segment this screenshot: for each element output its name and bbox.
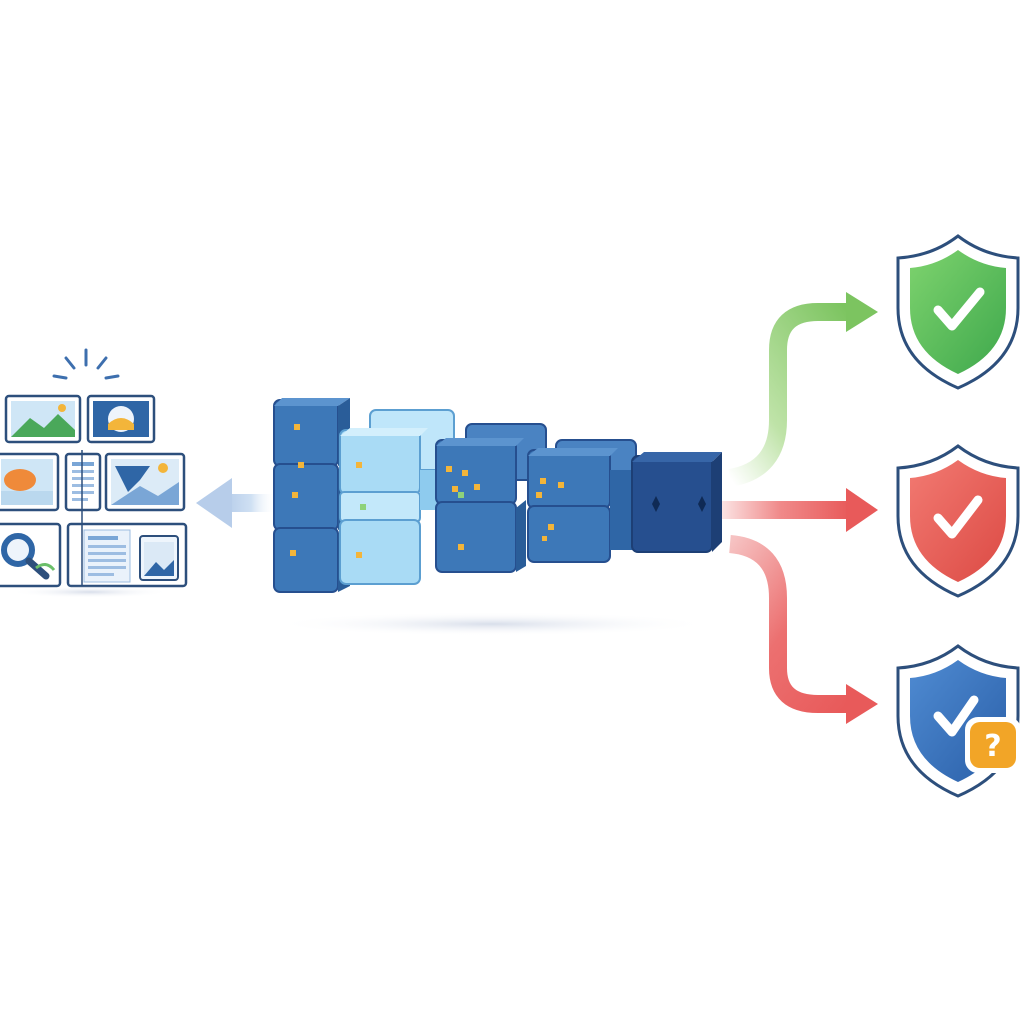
question-badge-icon: ?: [965, 717, 1021, 773]
photo-card-icon: [139, 535, 179, 581]
block-column-3: [435, 423, 547, 573]
document-icon: [64, 452, 102, 512]
block-column-4: [527, 439, 637, 563]
landscape-image-icon: [4, 394, 82, 444]
spark-icon: [52, 348, 120, 380]
mountain-image-icon: [104, 452, 186, 512]
magnifier-icon: [0, 522, 62, 588]
input-collage: [0, 348, 188, 598]
red-output-arrow-bottom: [728, 535, 878, 724]
badge-question-glyph: ?: [984, 729, 1001, 764]
fruit-image-icon: [0, 452, 60, 512]
green-shield-check-icon: [896, 234, 1020, 390]
pipeline-blocks: [272, 398, 722, 636]
globe-image-icon: [86, 394, 156, 444]
green-output-arrow: [728, 292, 878, 487]
block-end: [631, 452, 722, 553]
block-column-1: [273, 398, 350, 593]
red-shield-check-icon: [896, 444, 1020, 598]
left-arrow: [196, 478, 276, 528]
red-output-arrow-middle: [722, 488, 878, 532]
block-column-2: [339, 409, 455, 585]
